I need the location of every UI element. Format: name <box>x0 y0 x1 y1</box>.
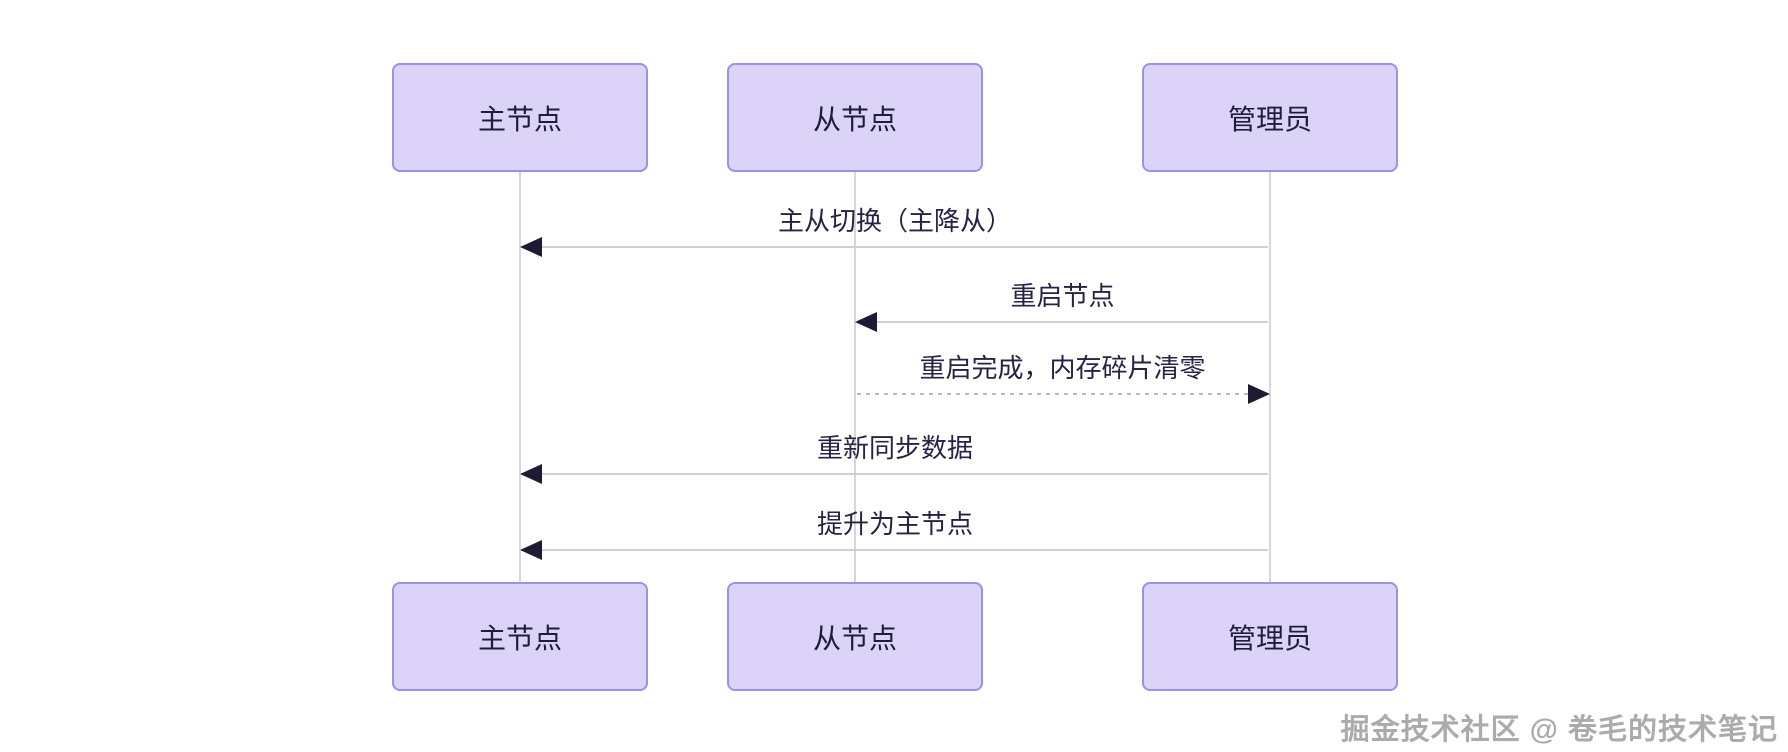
message-label: 重启完成，内存碎片清零 <box>919 353 1206 383</box>
actor-label-admin-bottom: 管理员 <box>1227 622 1312 654</box>
arrowhead-right-icon <box>1248 384 1270 404</box>
message-label: 主从切换（主降从） <box>777 206 1012 236</box>
arrowhead-left-icon <box>520 237 542 257</box>
message-label: 提升为主节点 <box>816 509 973 539</box>
message-label: 重启节点 <box>1010 281 1115 311</box>
actor-label-admin-top: 管理员 <box>1227 103 1312 135</box>
arrowhead-left-icon <box>520 464 542 484</box>
actor-box-slave-top: 从节点 <box>727 63 983 172</box>
lifeline-slave <box>854 172 856 582</box>
actor-box-admin-bottom: 管理员 <box>1142 582 1398 691</box>
arrowhead-left-icon <box>520 540 542 560</box>
actor-label-master-top: 主节点 <box>477 103 562 135</box>
lifeline-admin <box>1269 172 1271 582</box>
message-line-dashed <box>857 393 1268 395</box>
message-line <box>522 246 1268 248</box>
message-line <box>857 321 1268 323</box>
actor-box-master-top: 主节点 <box>392 63 648 172</box>
message-line <box>522 473 1268 475</box>
arrowhead-left-icon <box>855 312 877 332</box>
actor-box-slave-bottom: 从节点 <box>727 582 983 691</box>
actor-label-master-bottom: 主节点 <box>477 622 562 654</box>
actor-label-slave-top: 从节点 <box>812 103 897 135</box>
lifeline-master <box>519 172 521 582</box>
actor-box-master-bottom: 主节点 <box>392 582 648 691</box>
actor-label-slave-bottom: 从节点 <box>812 622 897 654</box>
watermark-text: 掘金技术社区 @ 卷毛的技术笔记 <box>1340 714 1778 746</box>
message-line <box>522 549 1268 551</box>
message-label: 重新同步数据 <box>816 433 973 463</box>
actor-box-admin-top: 管理员 <box>1142 63 1398 172</box>
